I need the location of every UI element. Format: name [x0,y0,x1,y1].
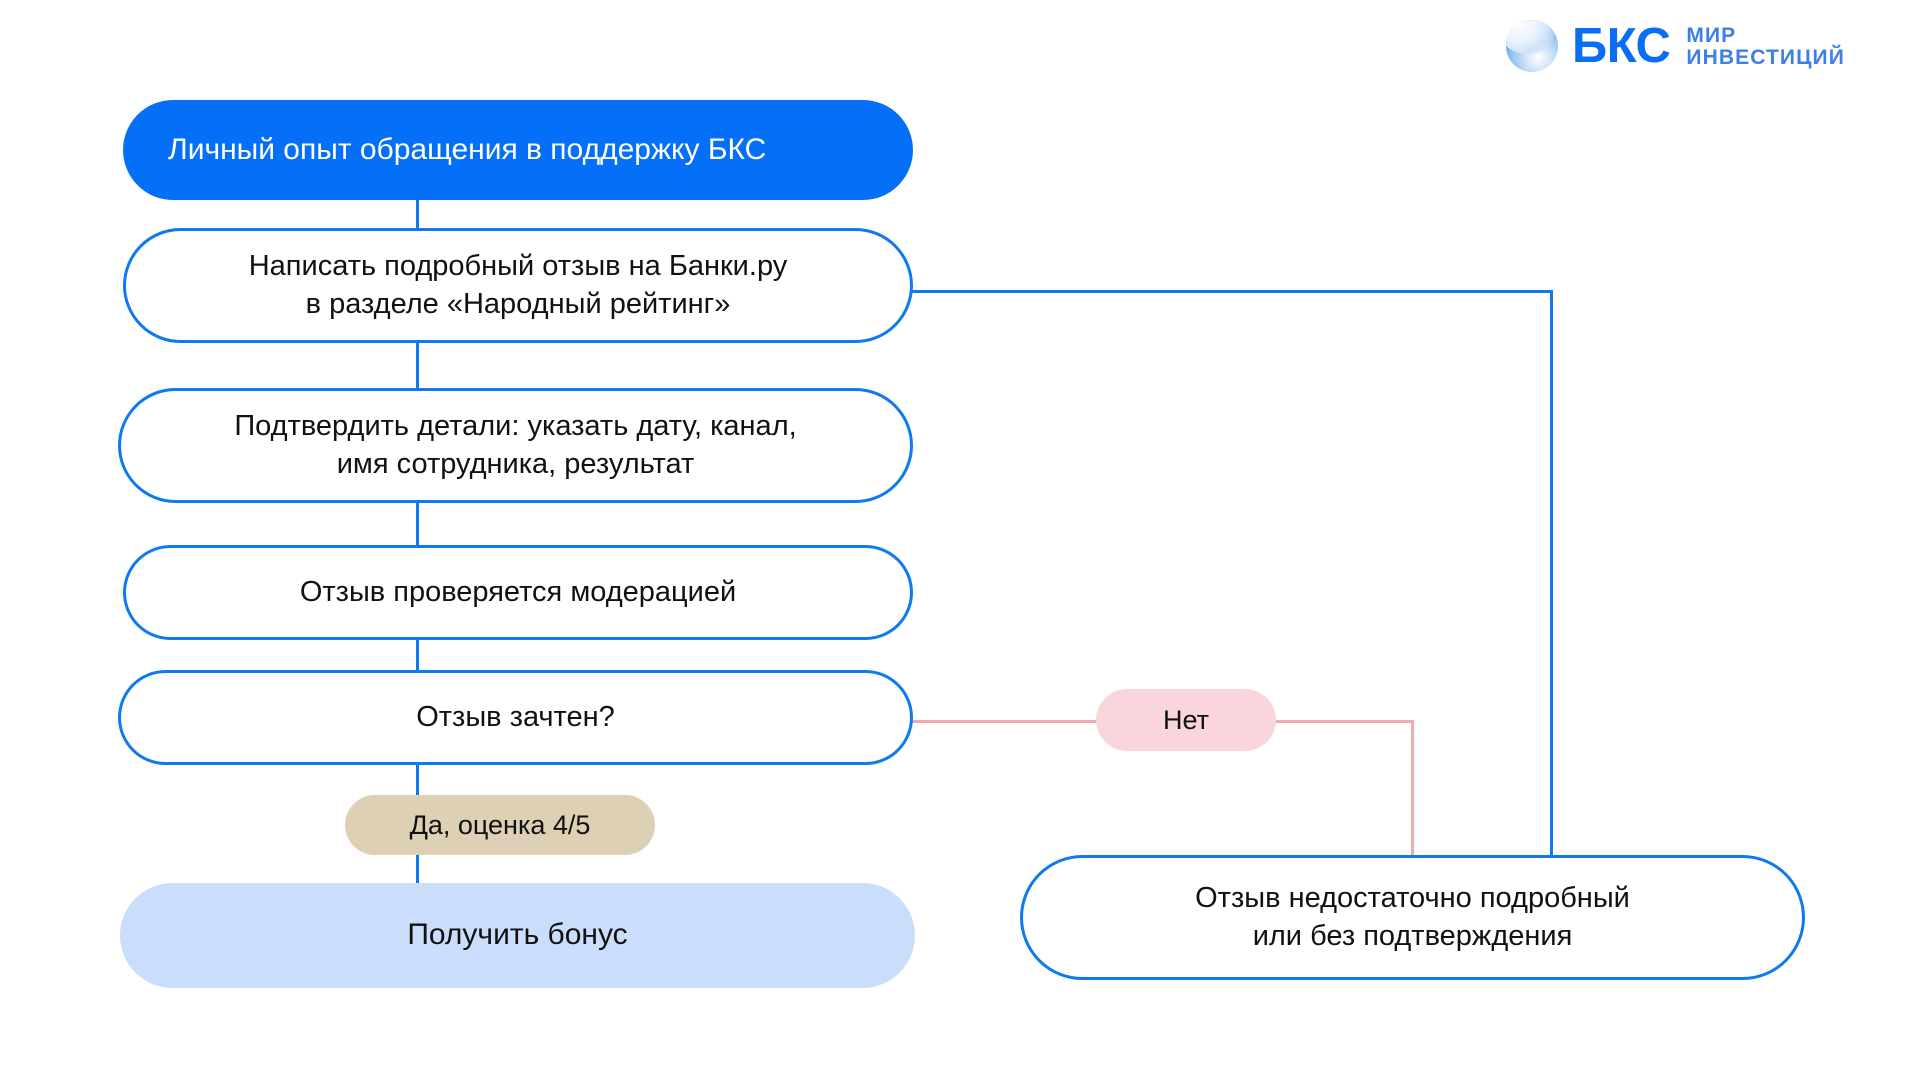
edge-label-no: Нет [1096,689,1276,751]
logo-tagline-line1: МИР [1686,24,1737,48]
bks-sphere-icon [1506,20,1558,72]
edge-label-yes: Да, оценка 4/5 [345,795,655,855]
connector-confirm-to-moderation [416,495,419,553]
node-moderation[interactable]: Отзыв проверяется модерацией [123,545,913,640]
node-get-bonus-label: Получить бонус [407,918,628,952]
connector-elbow-to-rejected [1411,720,1414,860]
node-start-label: Личный опыт обращения в поддержку БКС [168,132,767,166]
connector-rejected-loop-vertical [1550,290,1553,860]
node-moderation-label: Отзыв проверяется модерацией [299,575,737,608]
node-rejected[interactable]: Отзыв недостаточно подробный или без под… [1020,855,1805,980]
connector-decision-to-no [738,720,1098,723]
connector-write-to-confirm [416,340,419,395]
connector-moderation-to-decision [416,635,419,675]
edge-label-no-text: Нет [1163,704,1209,735]
node-write-review-label: Написать подробный отзыв на Банки.ру в р… [248,250,788,320]
edge-label-yes-text: Да, оценка 4/5 [409,809,591,840]
connector-no-to-elbow [1272,720,1414,723]
node-confirm-details-label: Подтвердить детали: указать дату, канал,… [234,410,797,480]
node-start[interactable]: Личный опыт обращения в поддержку БКС [123,100,913,200]
node-decision[interactable]: Отзыв зачтен? [118,670,913,765]
node-confirm-details[interactable]: Подтвердить детали: указать дату, канал,… [118,388,913,503]
node-write-review[interactable]: Написать подробный отзыв на Банки.ру в р… [123,228,913,343]
connector-start-to-write [416,185,419,230]
logo-wordmark: БКС [1572,18,1671,73]
logo-tagline: МИР ИНВЕСТИЦИЙ [1686,25,1845,68]
node-get-bonus[interactable]: Получить бонус [120,883,915,988]
node-decision-label: Отзыв зачтен? [416,700,615,733]
node-rejected-label: Отзыв недостаточно подробный или без под… [1195,882,1630,952]
connector-rejected-loop-horizontal [768,290,1553,293]
logo-tagline-line2: ИНВЕСТИЦИЙ [1686,45,1845,69]
bks-logo: БКС МИР ИНВЕСТИЦИЙ [1506,20,1845,72]
